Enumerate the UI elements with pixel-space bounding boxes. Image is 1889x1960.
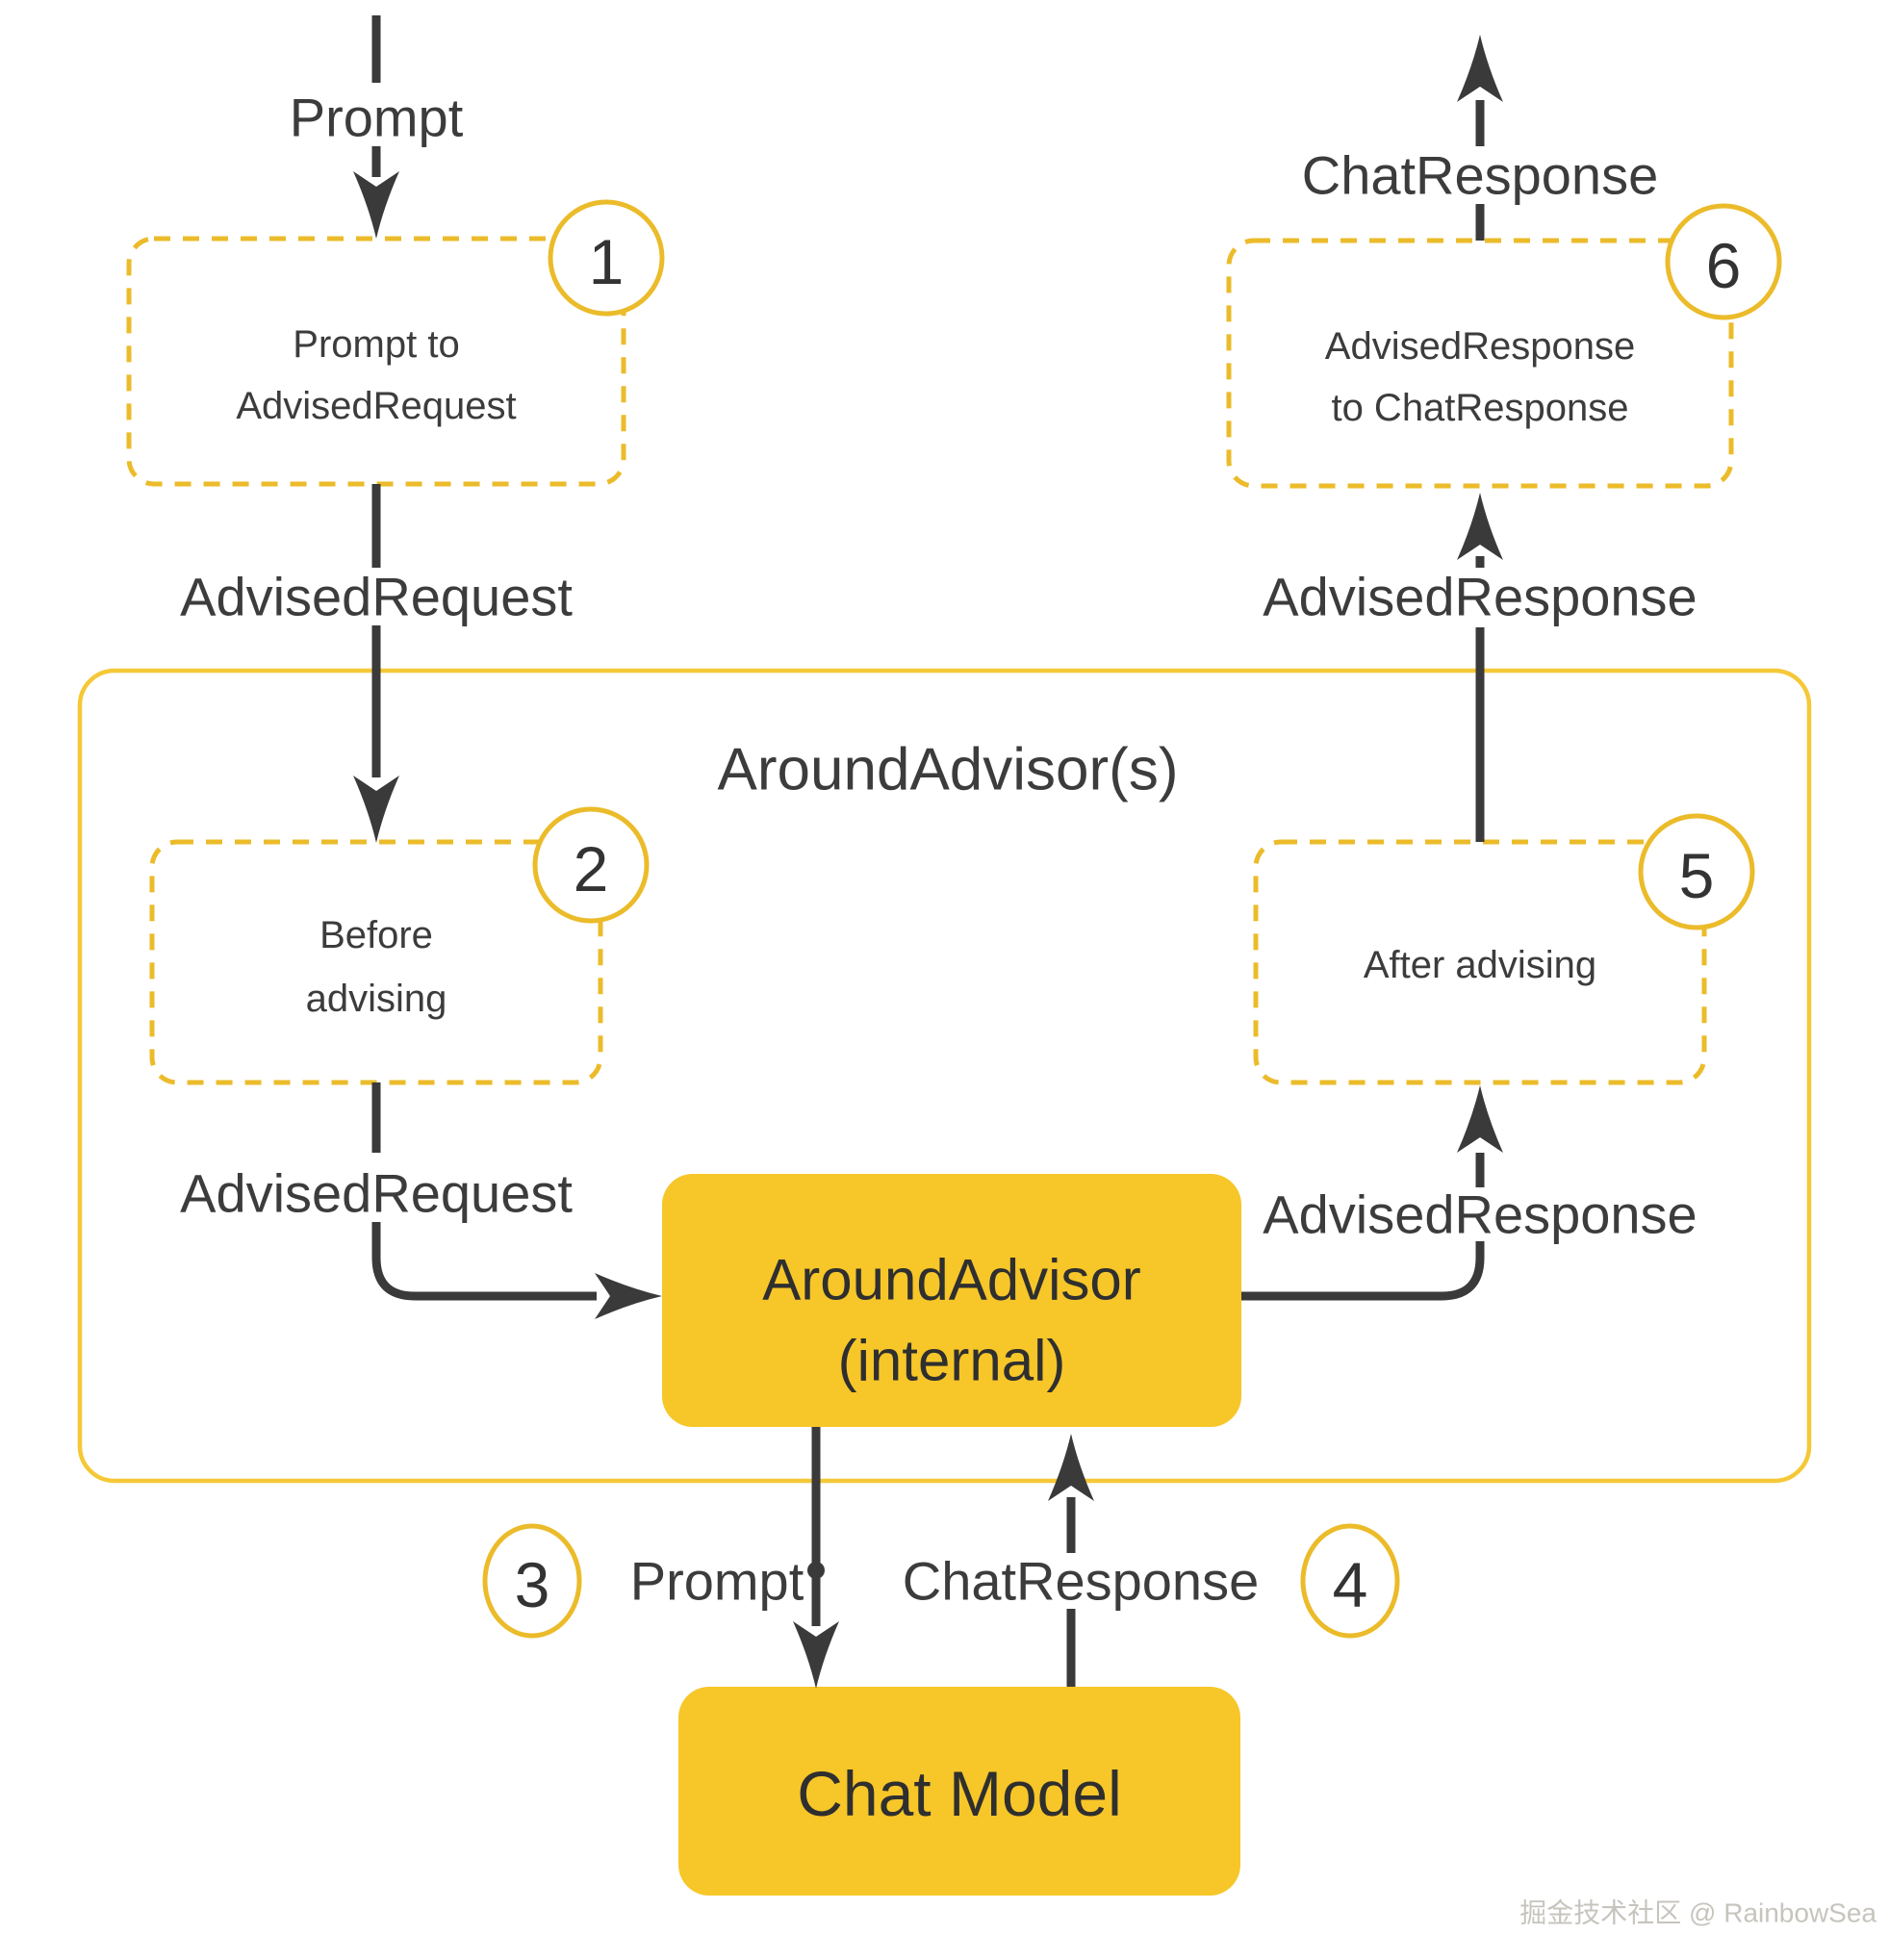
arrow-into-step5-head	[1457, 1085, 1503, 1153]
chat-response-output-label: ChatResponse	[1302, 145, 1658, 206]
badge-1	[548, 199, 665, 317]
badge-2	[532, 806, 650, 924]
internal-label-line2: (internal)	[838, 1329, 1066, 1393]
watermark: 掘金技术社区 @ RainbowSea	[1519, 1898, 1876, 1928]
arrow-prompt-to-model-head	[793, 1621, 839, 1689]
step2-box	[149, 839, 603, 1085]
step6-label-line1: AdvisedResponse	[1325, 325, 1635, 368]
chat-response-from-model-label: ChatResponse	[903, 1551, 1259, 1612]
prompt-to-model-label: Prompt	[630, 1551, 804, 1612]
around-advisors-container	[77, 668, 1812, 1484]
around-advisor-internal-box	[662, 1174, 1241, 1427]
prompt-input-label: Prompt	[290, 88, 464, 148]
arrow-prompt-to-step1-head	[353, 171, 399, 239]
prompt-line-dot	[807, 1562, 825, 1579]
badge-5-number: 5	[1679, 840, 1715, 911]
step5-box	[1253, 839, 1707, 1085]
arrow-into-step6-head	[1457, 493, 1503, 560]
advised-request-inner-label: AdvisedRequest	[180, 1163, 573, 1224]
step1-label-line2: AdvisedRequest	[236, 385, 516, 427]
arrow-chat-response-head	[1048, 1434, 1094, 1501]
advised-request-outer-label: AdvisedRequest	[180, 567, 573, 627]
badge-6	[1665, 203, 1782, 320]
badge-3	[482, 1523, 582, 1639]
arrow-into-internal-elbow	[371, 1222, 597, 1301]
step1-box	[126, 236, 626, 487]
step6-box	[1226, 238, 1734, 489]
badge-5	[1638, 813, 1755, 930]
arrow-into-internal-head	[595, 1273, 662, 1319]
badge-4	[1300, 1523, 1400, 1639]
step2-label-line1: Before	[319, 914, 433, 956]
badge-3-number: 3	[515, 1549, 550, 1620]
badge-4-number: 4	[1333, 1549, 1368, 1620]
badge-2-number: 2	[574, 833, 609, 904]
container-title: AroundAdvisor(s)	[718, 737, 1179, 803]
arrow-into-step2-head	[353, 776, 399, 843]
step5-label: After advising	[1364, 944, 1596, 986]
chat-model-box	[678, 1687, 1240, 1896]
chat-response-output-head	[1457, 35, 1503, 102]
advised-response-inner-label: AdvisedResponse	[1263, 1184, 1697, 1245]
step1-label-line1: Prompt to	[293, 323, 459, 366]
chat-model-label: Chat Model	[797, 1758, 1122, 1829]
internal-label-line1: AroundAdvisor	[762, 1248, 1141, 1312]
step6-label-line2: to ChatResponse	[1331, 387, 1628, 429]
advised-response-outer-label: AdvisedResponse	[1263, 567, 1697, 627]
arrow-internal-out-elbow	[1241, 1241, 1485, 1301]
step2-label-line2: advising	[306, 978, 447, 1020]
badge-6-number: 6	[1706, 230, 1742, 301]
badge-1-number: 1	[589, 226, 625, 297]
